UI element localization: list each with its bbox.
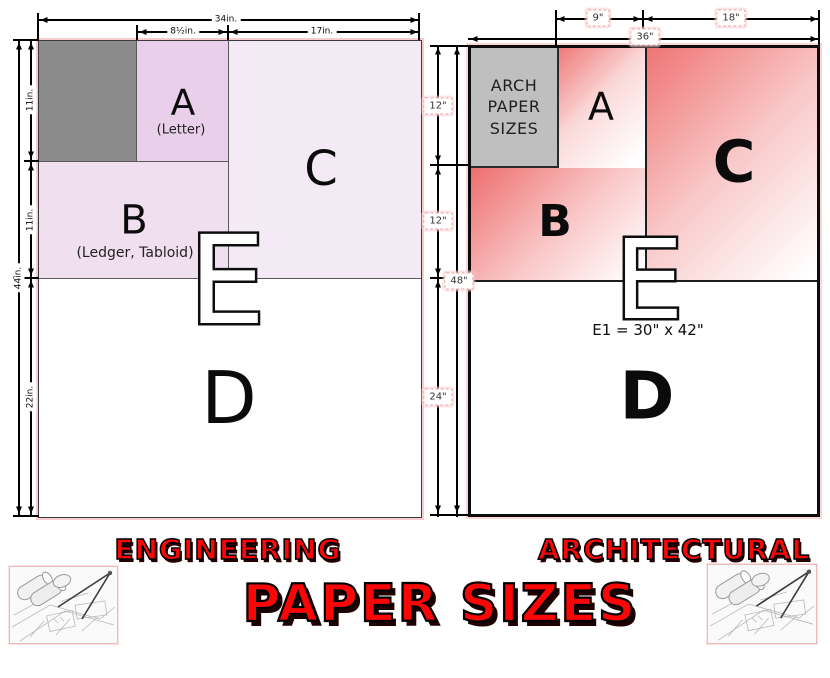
main-title: PAPER SIZES — [241, 574, 638, 634]
arch-label-b: B — [538, 196, 572, 248]
arch-dim-c-width: 18" — [716, 9, 746, 27]
arch-label-a: A — [588, 84, 614, 129]
eng-region-d — [39, 279, 421, 517]
eng-label-e-outline: E — [191, 227, 263, 331]
arch-corner-box: ARCH PAPER SIZES — [471, 48, 559, 168]
eng-dim-a-width: 8½in. — [167, 26, 199, 38]
blueprint-photo-right — [707, 564, 817, 644]
arch-dim-a-height: 12" — [423, 97, 453, 115]
architectural-heading: ARCHITECTURAL — [537, 533, 811, 566]
arch-region-a — [559, 48, 646, 168]
engineering-sheet: A (Letter) B (Ledger, Tabloid) C D — [38, 40, 422, 518]
arch-dim-total-height: 48" — [444, 272, 474, 290]
eng-dim-total-height: 44in. — [13, 263, 25, 293]
eng-dim-d-height: 22in. — [25, 382, 37, 412]
blueprint-photo-left — [9, 566, 118, 644]
arch-corner-line3: SIZES — [489, 118, 539, 138]
arch-dim-d-height: 24" — [423, 388, 453, 406]
eng-sublabel-b: (Ledger, Tabloid) — [76, 245, 194, 261]
eng-dim-c-width: 17in. — [307, 26, 337, 38]
eng-region-a2-gray — [39, 41, 137, 162]
arch-region-d — [471, 281, 817, 514]
arch-region-c — [646, 48, 817, 281]
architectural-sheet: ARCH PAPER SIZES A B C D E1 = 30" x 42" — [468, 45, 820, 517]
arch-label-c: C — [712, 127, 756, 196]
eng-region-c — [229, 41, 421, 279]
eng-dim-total-width: 34in. — [211, 14, 241, 26]
eng-sublabel-a: (Letter) — [156, 122, 206, 138]
arch-label-e-outline: E — [617, 231, 681, 325]
arch-e1-note: E1 = 30" x 42" — [592, 321, 704, 339]
arch-corner-line1: ARCH — [490, 75, 538, 95]
eng-label-d: D — [201, 356, 257, 441]
svg-text:E: E — [617, 231, 681, 325]
eng-dim-a-height: 11in. — [25, 85, 37, 115]
arch-corner-line2: PAPER — [487, 97, 541, 117]
arch-dim-a-width: 9" — [586, 9, 610, 27]
eng-label-c: C — [304, 141, 338, 198]
eng-region-a — [137, 41, 229, 162]
eng-region-b — [39, 162, 229, 279]
eng-label-a: A — [170, 82, 196, 124]
engineering-heading: ENGINEERING — [114, 533, 342, 566]
arch-dim-b-height: 12" — [423, 212, 453, 230]
svg-text:E: E — [191, 227, 263, 331]
eng-label-b: B — [120, 197, 148, 244]
arch-region-b — [471, 168, 646, 281]
arch-label-d: D — [619, 357, 675, 435]
eng-dim-b-height: 11in. — [25, 205, 37, 235]
arch-dim-total-width: 36" — [630, 28, 660, 46]
